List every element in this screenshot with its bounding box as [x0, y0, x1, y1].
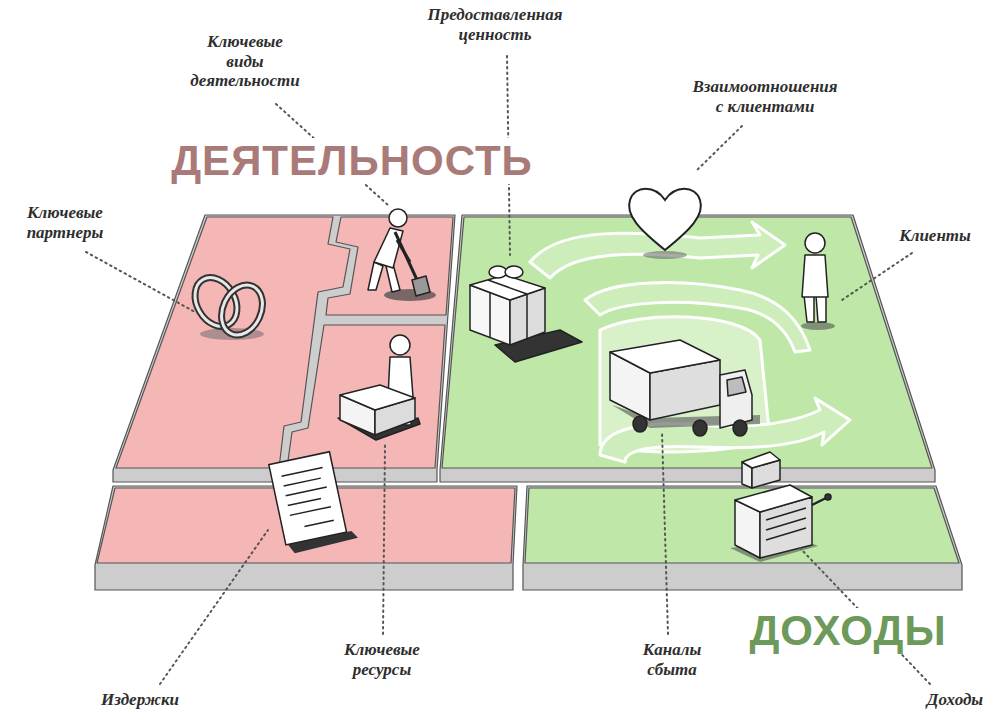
leader-line [695, 126, 742, 172]
customer-icon [804, 295, 814, 322]
truck-icon [727, 377, 746, 396]
customer-icon [801, 233, 835, 330]
worker-icon [389, 209, 407, 227]
rings-icon [214, 278, 270, 341]
callout-label: Доходы [927, 690, 983, 710]
callout-label: Ключевые партнеры [27, 203, 104, 242]
invoice-icon [282, 468, 323, 477]
leader-line [662, 432, 668, 634]
rings-icon [187, 270, 271, 342]
leader-line [383, 445, 385, 634]
rings-icon [214, 278, 270, 341]
gift-icon [526, 294, 528, 339]
invoice-icon [269, 450, 359, 555]
flow-arrow [585, 283, 810, 352]
callout-label: Каналы сбыта [643, 640, 702, 679]
worker-icon [397, 240, 410, 262]
callout-label: Ключевые виды деятельности [190, 32, 300, 91]
customer-icon [805, 233, 825, 253]
heart-icon [629, 189, 701, 250]
rings-icon [187, 270, 246, 334]
heart-icon [629, 189, 701, 259]
rings-icon [187, 270, 246, 334]
gift-icon [470, 266, 582, 362]
activity-block [287, 325, 445, 468]
gift-icon [488, 280, 527, 294]
revenue-strip [523, 486, 962, 590]
worker-icon [374, 228, 403, 268]
revenue-block [440, 215, 935, 482]
callout-label: Предоставленная ценность [427, 5, 562, 44]
truck-icon [693, 420, 707, 436]
invoice-icon [304, 520, 333, 526]
truck-icon [733, 420, 747, 436]
callout-label: Издержки [101, 690, 179, 710]
register-icon [735, 485, 812, 512]
resource-icon [338, 335, 420, 440]
heart-icon [643, 251, 687, 259]
register-icon [766, 528, 806, 540]
activity-block [326, 217, 453, 315]
invoice-icon [284, 478, 321, 486]
truck-icon [720, 370, 752, 428]
activity-block [113, 215, 455, 482]
callout-label: Взаимоотношения с клиентами [692, 77, 837, 116]
worker-icon [368, 209, 436, 301]
register-icon [730, 452, 831, 562]
truck-icon [610, 340, 760, 436]
revenue-block [442, 217, 932, 468]
section-heading: ДОХОДЫ [745, 608, 950, 654]
register-icon [825, 494, 831, 500]
resource-icon [390, 335, 410, 355]
customer-icon [801, 322, 835, 330]
leader-line [86, 56, 930, 684]
activity-block [113, 215, 455, 482]
revenue-block [440, 215, 935, 482]
worker-icon [395, 232, 418, 282]
register-icon [742, 452, 780, 468]
customer-icon [802, 255, 828, 297]
invoice-icon [269, 452, 347, 545]
worker-icon [368, 262, 383, 290]
invoice-icon [286, 487, 327, 496]
gift-icon [505, 266, 523, 278]
register-icon [766, 508, 806, 520]
leader-line [86, 252, 195, 312]
invoice-icon [290, 507, 331, 516]
revenue-strip [523, 486, 962, 590]
register-icon [766, 518, 806, 530]
leader-line [160, 530, 268, 684]
resource-icon [340, 385, 415, 410]
callout-label: Клиенты [899, 226, 971, 246]
gift-icon [470, 275, 545, 300]
callout-label: Ключевые ресурсы [344, 640, 420, 679]
leader-line [842, 253, 912, 300]
section-heading: ДЕЯТЕЛЬНОСТЬ [167, 138, 537, 184]
truck-icon [610, 340, 720, 373]
customer-icon [816, 295, 826, 322]
gift-icon [489, 292, 491, 337]
worker-icon [412, 276, 430, 296]
invoice-icon [288, 499, 321, 506]
truck-icon [633, 416, 647, 432]
register-icon [812, 498, 826, 505]
